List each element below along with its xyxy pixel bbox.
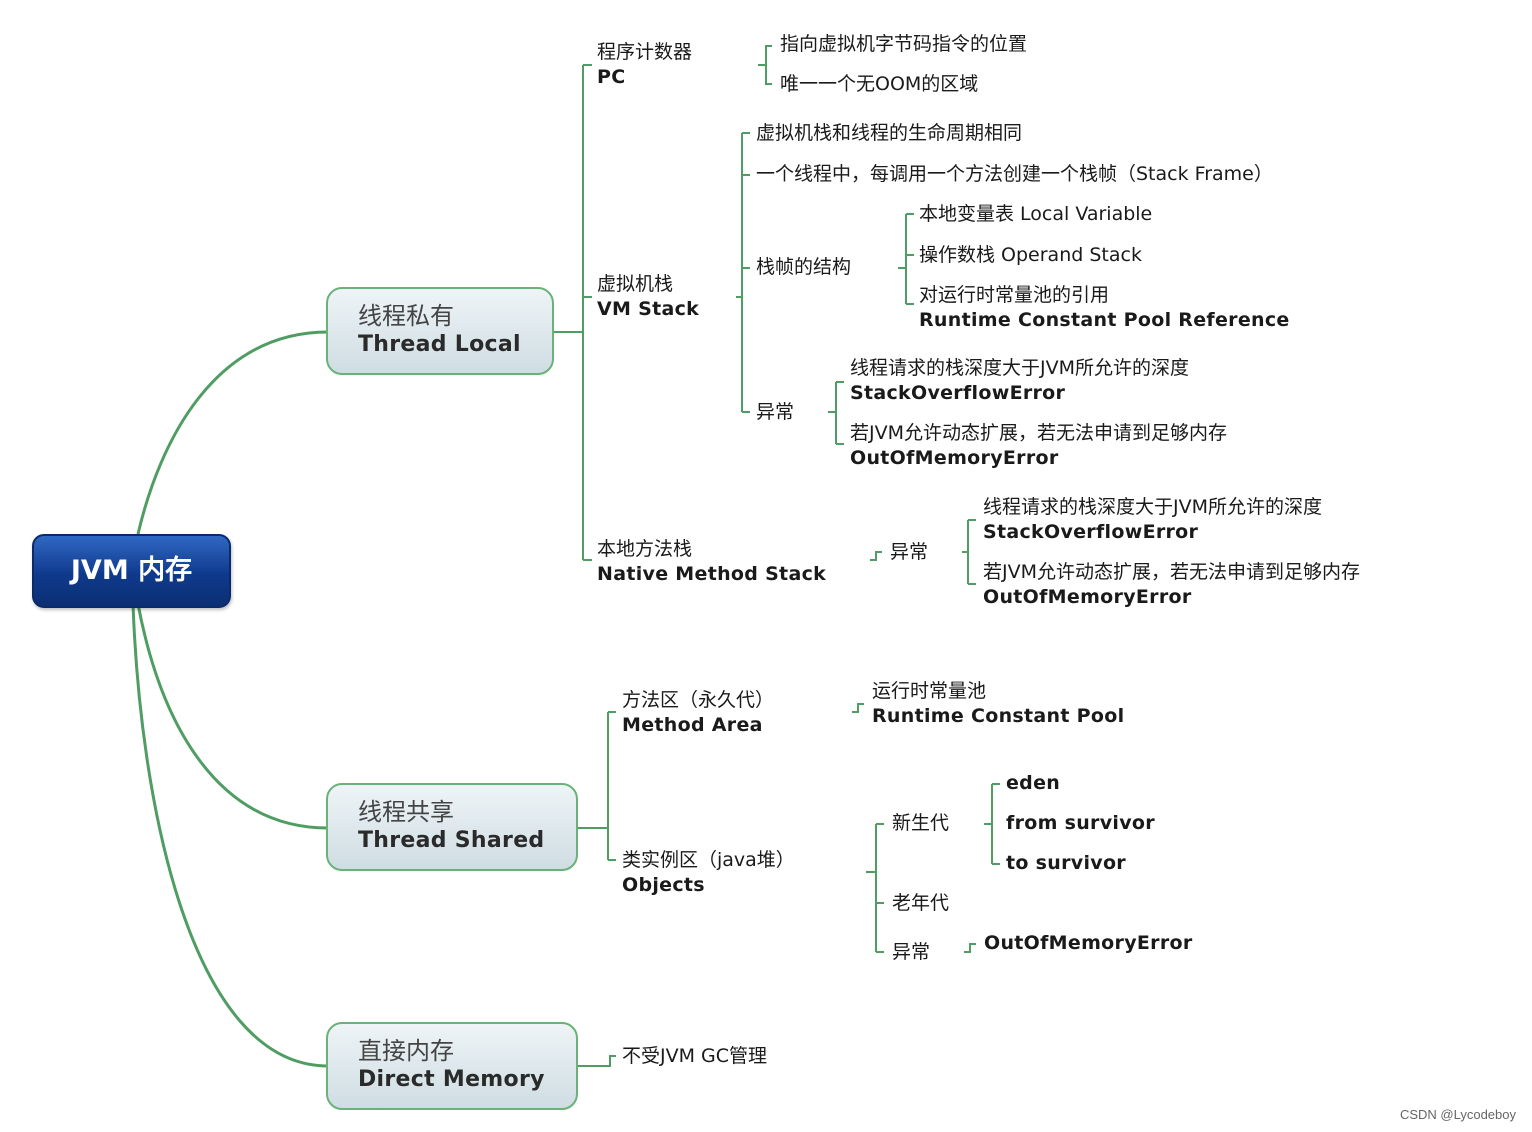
branch-thread-shared: 线程共享 Thread Shared — [326, 783, 578, 871]
frame-rcp-reference: 对运行时常量池的引用 Runtime Constant Pool Referen… — [919, 283, 1290, 333]
bracket-frame-structure — [898, 213, 914, 305]
rcp-ref-zh: 对运行时常量池的引用 — [919, 284, 1110, 306]
vm-exceptions-label: 异常 — [756, 401, 795, 423]
rcp-zh: 运行时常量池 — [872, 680, 987, 702]
vm-exception-oom: 若JVM允许动态扩展，若无法申请到足够内存 OutOfMemoryError — [850, 421, 1227, 471]
branch-direct-memory: 直接内存 Direct Memory — [326, 1022, 578, 1110]
curve-direct-memory — [131, 603, 329, 1068]
vm-exception-so: 线程请求的栈深度大于JVM所允许的深度 StackOverflowError — [850, 356, 1189, 406]
native-exceptions-label: 异常 — [890, 541, 929, 563]
bracket-young — [984, 783, 1000, 865]
pc-item-2: 唯一一个无OOM的区域 — [780, 73, 979, 95]
bracket-method-area — [852, 703, 864, 713]
spine-thread-shared — [578, 711, 616, 861]
watermark: CSDN @Lycodeboy — [1399, 1107, 1516, 1122]
branch-thread-local: 线程私有 Thread Local — [326, 287, 554, 375]
pc-item-1: 指向虚拟机字节码指令的位置 — [780, 33, 1028, 55]
native-stack-zh: 本地方法栈 — [597, 538, 693, 560]
frame-structure-label: 栈帧的结构 — [756, 256, 852, 278]
objects-en: Objects — [622, 874, 705, 896]
bracket-objects — [866, 823, 884, 953]
curve-thread-local — [136, 330, 329, 535]
thread-local-zh: 线程私有 — [358, 302, 454, 330]
pc-en: PC — [597, 66, 626, 88]
bracket-vm-stack — [736, 132, 750, 413]
vm-oom-zh: 若JVM允许动态扩展，若无法申请到足够内存 — [850, 422, 1227, 444]
node-pc: 程序计数器 PC — [597, 40, 692, 90]
vm-stack-en: VM Stack — [597, 298, 700, 320]
node-native-stack: 本地方法栈 Native Method Stack — [597, 537, 826, 587]
vm-stack-frame-note: 一个线程中，每调用一个方法创建一个栈帧（Stack Frame） — [756, 163, 1273, 185]
native-oom-zh: 若JVM允许动态扩展，若无法申请到足够内存 — [983, 561, 1360, 583]
frame-local-variable: 本地变量表 Local Variable — [919, 203, 1153, 225]
vm-oom-en: OutOfMemoryError — [850, 447, 1059, 469]
young-to-survivor: to survivor — [1006, 852, 1126, 874]
vm-so-en: StackOverflowError — [850, 382, 1066, 404]
thread-shared-zh: 线程共享 — [358, 798, 454, 826]
rcp-en: Runtime Constant Pool — [872, 705, 1125, 727]
native-exception-oom: 若JVM允许动态扩展，若无法申请到足够内存 OutOfMemoryError — [983, 560, 1360, 610]
heap-exceptions-label: 异常 — [892, 941, 931, 963]
bracket-native-exceptions — [962, 519, 976, 585]
native-so-zh: 线程请求的栈深度大于JVM所允许的深度 — [983, 496, 1322, 518]
young-eden: eden — [1006, 772, 1061, 794]
method-area-en: Method Area — [622, 714, 763, 736]
direct-memory-note: 不受JVM GC管理 — [622, 1045, 768, 1067]
bracket-pc — [758, 45, 772, 85]
bracket-native — [870, 551, 882, 561]
frame-operand-stack: 操作数栈 Operand Stack — [919, 244, 1142, 266]
node-objects: 类实例区（java堆） Objects — [622, 848, 795, 898]
old-gen-label: 老年代 — [892, 892, 950, 914]
node-method-area: 方法区（永久代） Method Area — [622, 688, 774, 738]
vm-stack-lifecycle: 虚拟机栈和线程的生命周期相同 — [756, 122, 1023, 144]
node-vm-stack: 虚拟机栈 VM Stack — [597, 272, 699, 322]
method-area-zh: 方法区（永久代） — [622, 689, 775, 711]
vm-so-zh: 线程请求的栈深度大于JVM所允许的深度 — [850, 357, 1189, 379]
root-node-jvm-memory: JVM 内存 — [32, 534, 231, 608]
young-gen-label: 新生代 — [892, 812, 950, 834]
rcp-ref-en: Runtime Constant Pool Reference — [919, 309, 1290, 331]
native-stack-en: Native Method Stack — [597, 563, 827, 585]
objects-zh: 类实例区（java堆） — [622, 849, 795, 871]
native-so-en: StackOverflowError — [983, 521, 1199, 543]
native-exception-so: 线程请求的栈深度大于JVM所允许的深度 StackOverflowError — [983, 495, 1322, 545]
spine-thread-local — [554, 64, 592, 561]
node-runtime-constant-pool: 运行时常量池 Runtime Constant Pool — [872, 679, 1124, 729]
curve-thread-shared — [136, 603, 329, 830]
vm-stack-zh: 虚拟机栈 — [597, 273, 674, 295]
thread-shared-en: Thread Shared — [358, 828, 545, 853]
young-from-survivor: from survivor — [1006, 812, 1155, 834]
direct-memory-zh: 直接内存 — [358, 1037, 454, 1065]
thread-local-en: Thread Local — [358, 332, 521, 357]
spine-direct-memory — [578, 1055, 616, 1067]
native-oom-en: OutOfMemoryError — [983, 586, 1192, 608]
direct-memory-en: Direct Memory — [358, 1067, 545, 1092]
pc-zh: 程序计数器 — [597, 41, 693, 63]
bracket-vm-exceptions — [828, 381, 844, 445]
heap-exception-oom: OutOfMemoryError — [984, 932, 1193, 954]
bracket-heap-exceptions — [964, 943, 976, 953]
